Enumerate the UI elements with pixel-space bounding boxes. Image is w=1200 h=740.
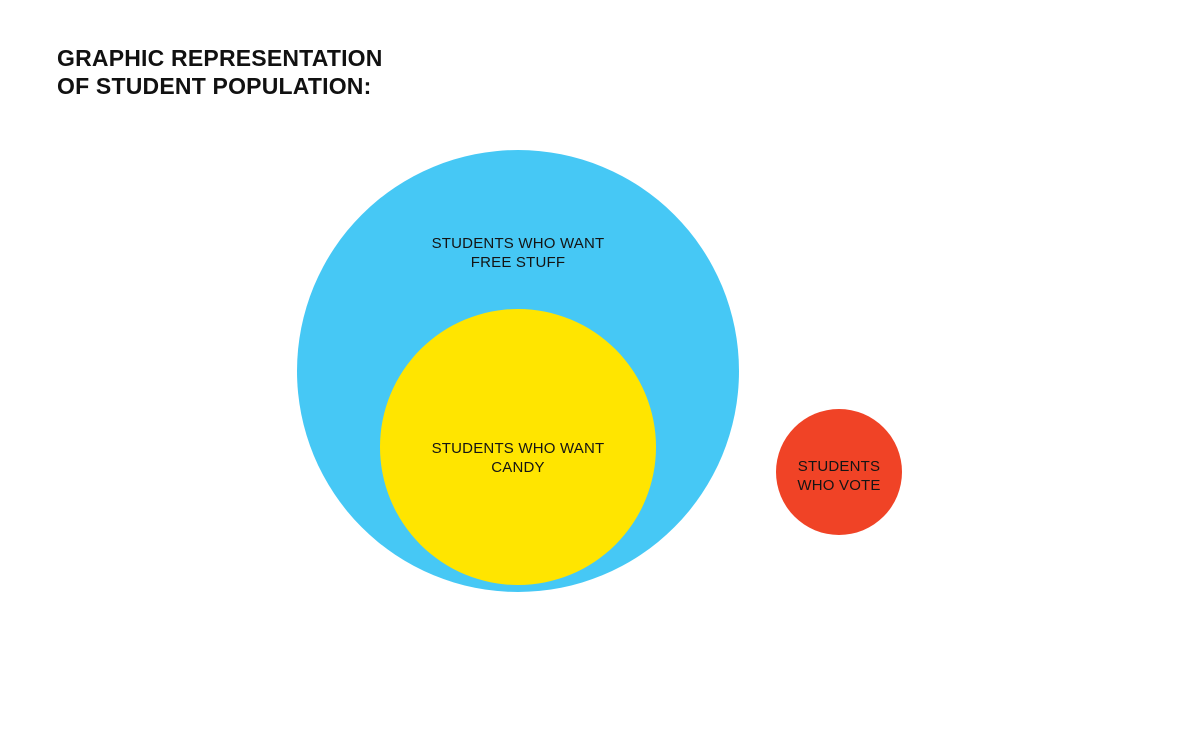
vote-label-line-2: WHO VOTE	[797, 477, 881, 494]
title-line-1: GRAPHIC REPRESENTATION	[57, 45, 383, 71]
candy-label-line-1: STUDENTS WHO WANT	[431, 440, 605, 457]
candy-circle	[380, 309, 656, 585]
title-line-2: OF STUDENT POPULATION:	[57, 73, 372, 99]
free-stuff-label-line-2: FREE STUFF	[470, 254, 566, 271]
page-title: GRAPHIC REPRESENTATION OF STUDENT POPULA…	[57, 44, 383, 100]
candy-label-line-2: CANDY	[491, 459, 545, 476]
free-stuff-label-line-1: STUDENTS WHO WANT	[431, 235, 605, 252]
free-stuff-label: STUDENTS WHO WANT FREE STUFF	[398, 234, 638, 272]
candy-label: STUDENTS WHO WANT CANDY	[398, 439, 638, 477]
vote-label: STUDENTS WHO VOTE	[779, 457, 899, 495]
vote-label-line-1: STUDENTS	[797, 458, 881, 475]
vote-circle	[776, 409, 902, 535]
